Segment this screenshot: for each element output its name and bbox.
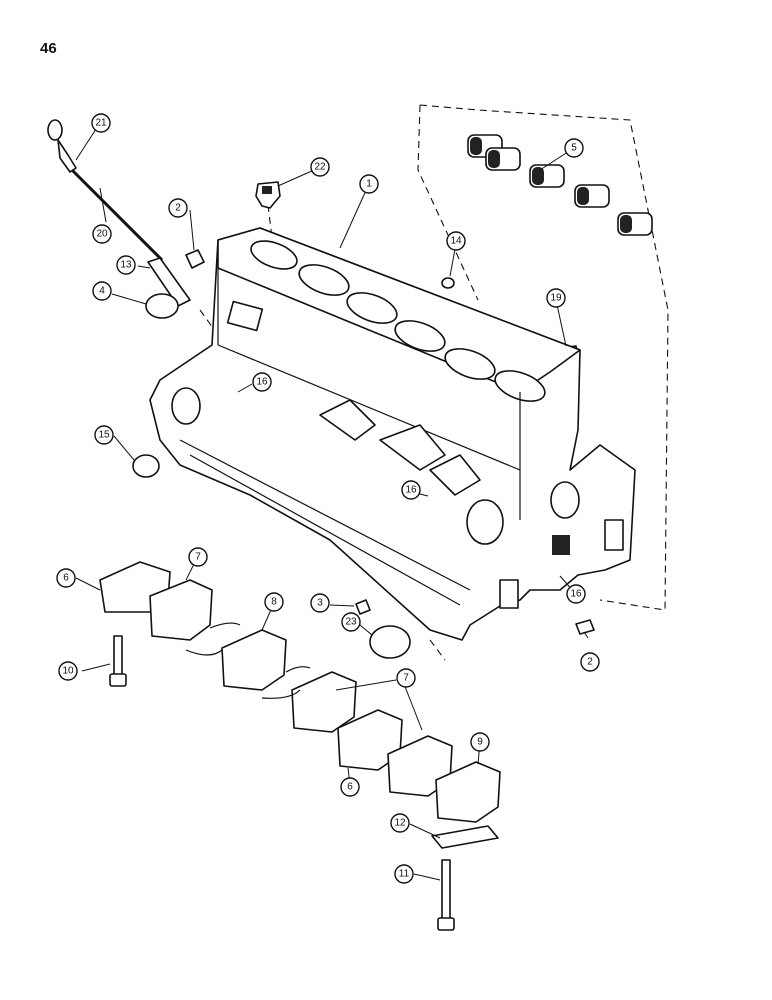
callout-16-lower: 16 [566,584,586,604]
svg-text:12: 12 [394,818,406,829]
large-expansion-plug [369,625,411,659]
svg-text:21: 21 [95,118,107,129]
main-bearing-bolt-left [109,635,127,687]
svg-text:11: 11 [399,869,410,880]
callout-9: 9 [470,732,490,752]
callout-14: 14 [446,231,466,251]
callout-1: 1 [359,174,379,194]
callout-13: 13 [116,255,136,275]
callout-22: 22 [310,157,330,177]
svg-text:20: 20 [96,229,108,240]
svg-text:22: 22 [314,162,326,173]
cylinder-block [149,227,636,641]
pipe-plug-lower [575,619,595,635]
callout-6-lower: 6 [340,777,360,797]
main-bearing-caps [99,561,501,823]
dipstick-tube [147,257,191,307]
main-bearing-bolt-lower [437,859,455,931]
svg-text:3: 3 [317,598,323,609]
callout-5: 5 [564,138,584,158]
assembly-group-outline [417,104,669,661]
cam-bearings [467,134,653,236]
callout-4: 4 [92,281,112,301]
svg-text:5: 5 [571,143,577,154]
svg-text:16: 16 [256,377,268,388]
page-number: 46 [40,40,57,57]
callout-12: 12 [390,813,410,833]
svg-text:7: 7 [403,673,409,684]
svg-text:7: 7 [195,552,201,563]
svg-text:13: 13 [120,260,132,271]
svg-text:2: 2 [175,203,181,214]
svg-text:9: 9 [477,737,483,748]
expansion-plug [145,293,179,319]
dipstick [47,119,164,262]
callout-11: 11 [394,864,414,884]
svg-text:16: 16 [570,589,582,600]
callout-20: 20 [92,224,112,244]
expansion-plug-side [132,454,160,478]
svg-text:8: 8 [271,597,277,608]
svg-text:4: 4 [99,286,105,297]
callout-7-lower: 7 [396,668,416,688]
svg-text:19: 19 [550,293,562,304]
callout-23: 23 [341,612,361,632]
small-expansion-plug [441,277,455,289]
svg-text:15: 15 [98,430,110,441]
svg-text:6: 6 [347,782,353,793]
lock-plate [431,825,499,849]
callout-2-lower: 2 [580,652,600,672]
block-plug [255,181,281,209]
svg-text:2: 2 [587,657,593,668]
callout-16-upper: 16 [252,372,272,392]
callout-2-upper: 2 [168,198,188,218]
callout-8: 8 [264,592,284,612]
pipe-plug-upper [185,249,205,269]
callout-7-upper: 7 [188,547,208,567]
callout-16-middle: 16 [401,480,421,500]
callout-19: 19 [546,288,566,308]
callout-6-upper: 6 [56,568,76,588]
svg-text:16: 16 [405,485,417,496]
svg-text:23: 23 [345,617,357,628]
svg-text:6: 6 [63,573,69,584]
callout-15: 15 [94,425,114,445]
callout-21: 21 [91,113,111,133]
svg-text:1: 1 [366,179,372,190]
svg-text:14: 14 [450,236,462,247]
svg-text:10: 10 [62,666,74,677]
callout-3: 3 [310,593,330,613]
pipe-plug-3 [355,599,371,615]
callout-10: 10 [58,661,78,681]
